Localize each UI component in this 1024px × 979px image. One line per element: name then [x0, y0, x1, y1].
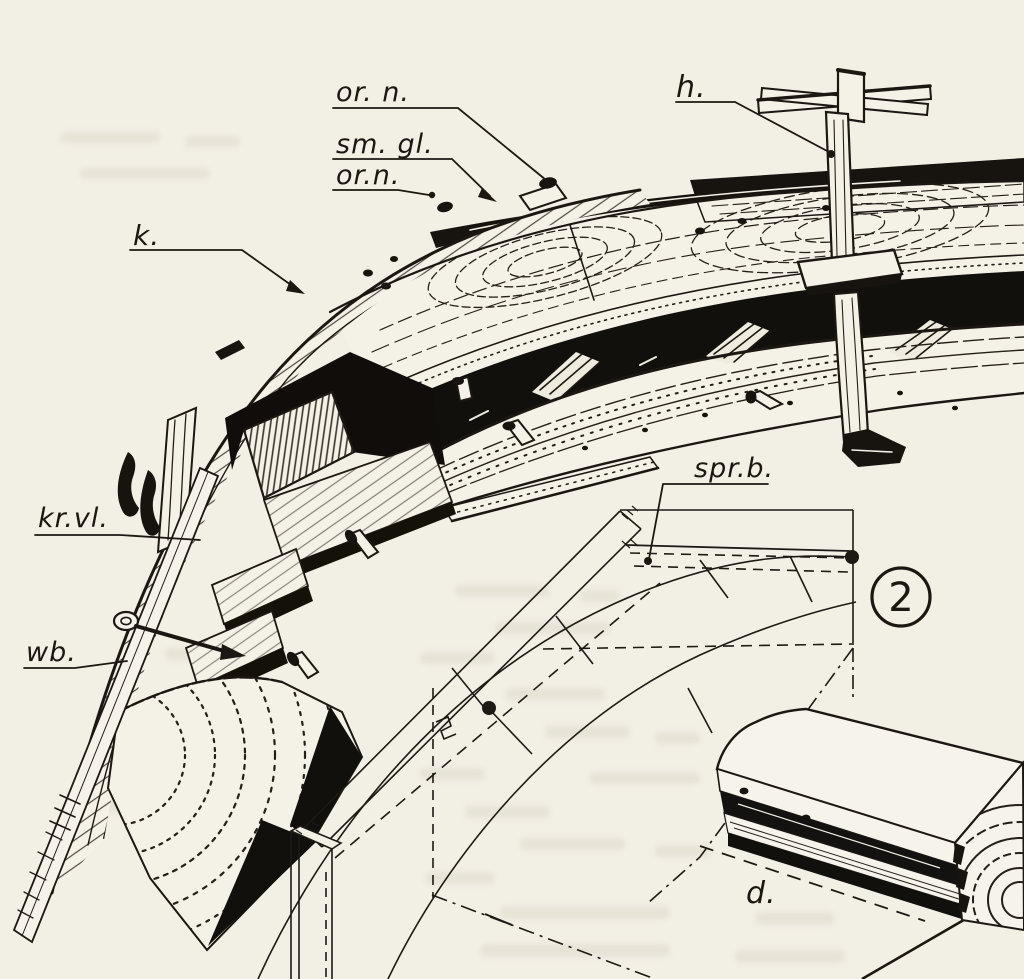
- part-label-wb: wb.: [26, 637, 77, 668]
- part-label-h: h.: [676, 70, 707, 105]
- arrowhead: [286, 280, 305, 294]
- leader-wb: [23, 660, 128, 669]
- nail-dots: [582, 390, 958, 451]
- block-dark-stripe: [720, 791, 962, 886]
- peg-washer: [112, 610, 140, 632]
- part-label-k: k.: [133, 219, 160, 252]
- left-step-section: [117, 352, 456, 702]
- underside-mass: [106, 676, 364, 952]
- figure-number-badge: 2: [870, 566, 932, 628]
- leader-h: [675, 101, 830, 153]
- pulled-nail: [134, 624, 226, 653]
- arrowhead: [478, 188, 497, 202]
- label-kr-vl: [34, 534, 201, 541]
- dashed-horizontal: [542, 643, 853, 650]
- joggle-notch: [435, 715, 457, 741]
- joint-ties: [451, 555, 813, 712]
- part-label-spr-b: spr.b.: [694, 453, 774, 484]
- marker-dot-right: [845, 550, 859, 564]
- spring-batten: [621, 538, 851, 573]
- leader-sm-gl: [332, 158, 491, 197]
- windboard-beam: [12, 466, 246, 944]
- leader-k: [129, 249, 299, 291]
- marker-dot-left: [482, 701, 496, 715]
- label-or-n-top: [332, 107, 547, 181]
- nail-heads: [437, 177, 557, 213]
- leader-spr-b: [648, 483, 769, 560]
- leader-kr-vl: [34, 534, 201, 541]
- far-rim-planks: [430, 158, 1024, 248]
- label-h: [675, 101, 835, 158]
- jack-foot-hook: [842, 429, 906, 467]
- curb-ring-illustration: [12, 68, 1024, 952]
- dashed-chord: [334, 582, 661, 859]
- figure-number: 2: [888, 575, 913, 621]
- block-top-face: [715, 707, 1024, 845]
- block-end-grain: [953, 760, 1024, 932]
- construction-diagram: [257, 505, 859, 979]
- diagram-post: [289, 821, 343, 979]
- part-label-or-n-bottom: or.n.: [336, 160, 400, 191]
- leader-or-n-top: [332, 107, 547, 181]
- part-label-d: d.: [746, 876, 777, 911]
- middle-strip: [367, 262, 1024, 407]
- label-sm-gl: [332, 158, 497, 202]
- centerline-a: [431, 894, 656, 979]
- label-or-n-bottom: [332, 189, 436, 199]
- inner-arc: [387, 601, 857, 979]
- curb-segment-detail: [687, 687, 1024, 979]
- label-k: [129, 249, 305, 294]
- toggle-pegs: [452, 375, 785, 447]
- part-label-or-n-top: or. n.: [336, 77, 410, 108]
- part-label-kr-vl: kr.vl.: [38, 503, 109, 534]
- step-toggle-pegs: [286, 528, 380, 680]
- twisted-hooks: [117, 452, 160, 536]
- label-spr-b: [644, 483, 769, 565]
- jack-post: [756, 68, 933, 467]
- top-plank-band: [328, 177, 1024, 399]
- leader-or-n-bottom: [332, 189, 430, 196]
- label-wb: [23, 660, 128, 669]
- part-label-sm-gl: sm. gl.: [336, 129, 434, 160]
